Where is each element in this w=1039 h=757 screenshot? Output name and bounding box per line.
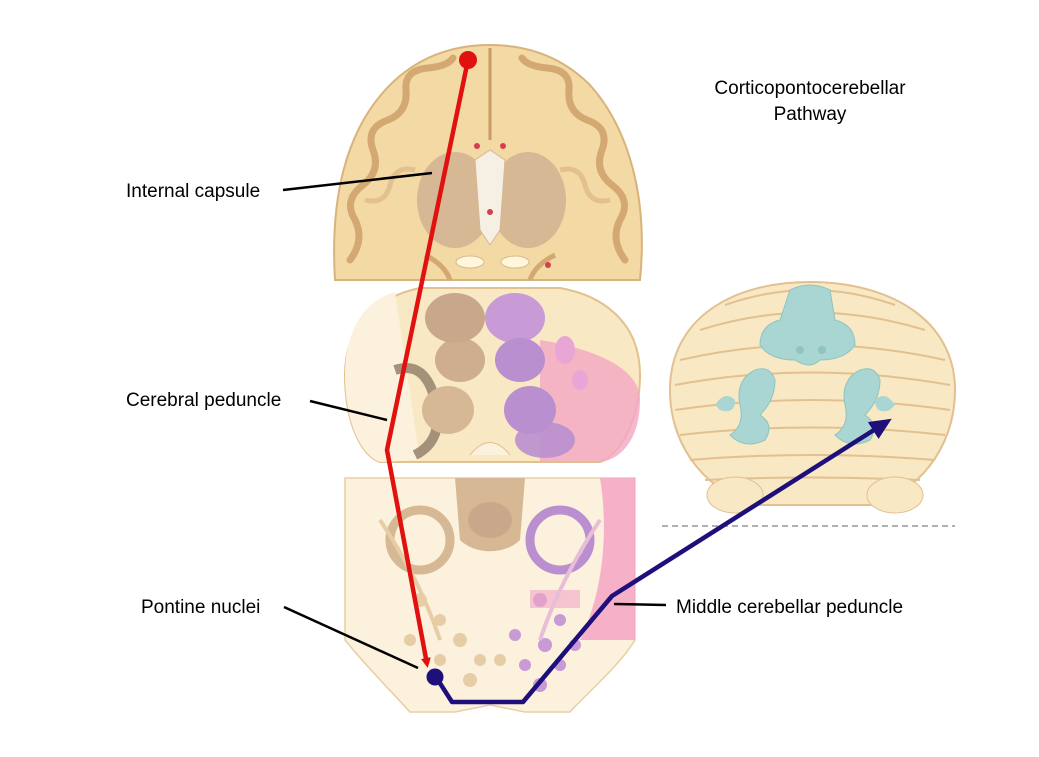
middle-cerebellar-peduncle-label: Middle cerebellar peduncle: [676, 597, 904, 618]
title-line-1: Corticopontocerebellar: [714, 78, 906, 99]
cerebellum-section: [662, 280, 957, 527]
diagram-title: Corticopontocerebellar Pathway: [690, 76, 930, 128]
pontine-nuclei-dot: [426, 668, 444, 686]
cerebral-peduncle-leader: [309, 399, 388, 422]
pontine-nuclei-label: Pontine nuclei: [141, 597, 261, 618]
title-line-2: Pathway: [773, 104, 847, 125]
coronal-brain-section: [333, 43, 643, 281]
pontine-nuclei-leader: [283, 605, 419, 670]
internal-capsule-leader: [282, 171, 433, 192]
pontocerebellar-tract-line: [434, 418, 892, 705]
pons-section: [344, 477, 636, 713]
midbrain-section: [343, 287, 642, 463]
cortex-origin-dot: [459, 51, 477, 69]
internal-capsule-label: Internal capsule: [126, 181, 261, 202]
cerebral-peduncle-label: Cerebral peduncle: [126, 390, 282, 411]
corticopontine-tract-line: [384, 59, 471, 668]
middle-cerebellar-peduncle-leader: [613, 602, 667, 607]
